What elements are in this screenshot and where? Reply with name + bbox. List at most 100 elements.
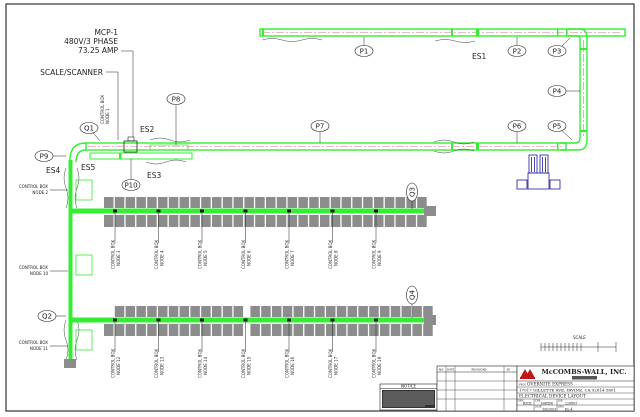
control-box-text: CONTROL BOX	[198, 349, 203, 378]
roller-top	[309, 197, 319, 208]
roller-top	[250, 306, 260, 317]
roller-top	[417, 197, 427, 208]
roller-bottom	[336, 324, 347, 336]
node-number: NODE 6	[247, 250, 252, 266]
svg-text:NODE 11: NODE 11	[30, 346, 49, 351]
roller-bottom	[287, 215, 298, 227]
svg-text:DATE: DATE	[447, 368, 455, 372]
node-number: NODE 3	[116, 250, 121, 266]
roller-bottom	[369, 324, 379, 336]
roller-bottom	[136, 324, 146, 336]
node-number: NODE 5	[203, 250, 208, 266]
roller-bottom	[136, 215, 146, 227]
roller-top	[190, 306, 200, 317]
node-11-label: CONTROL BOX NODE 11	[19, 340, 68, 351]
notice-box: NOTICE	[379, 384, 438, 411]
roller-bottom	[158, 324, 168, 336]
conveyor-middle	[85, 137, 567, 165]
roller-bottom	[320, 215, 330, 227]
roller-top	[158, 197, 168, 208]
roller-bottom	[390, 324, 401, 336]
svg-text:NODE 2: NODE 2	[32, 190, 48, 195]
bubble-tag-text: P4	[553, 88, 562, 96]
roller-bottom	[363, 215, 373, 227]
end-stop-bottom	[64, 359, 76, 368]
roller-bottom	[201, 324, 211, 336]
mcp-voltage: 480V/3 PHASE	[64, 37, 118, 46]
roller-bottom	[212, 215, 222, 227]
roller-bottom	[266, 215, 276, 227]
roller-top	[233, 197, 244, 208]
roller-bottom	[212, 324, 222, 336]
roller-top	[412, 306, 422, 317]
roller-top	[423, 306, 433, 317]
node-marker	[287, 209, 291, 213]
svg-text:DATE: DATE	[535, 406, 542, 409]
roller-bottom	[341, 215, 352, 227]
bubble-outline	[406, 285, 418, 305]
svg-text:NOTICE: NOTICE	[401, 384, 417, 389]
node-marker	[287, 318, 291, 322]
bubble-outline	[507, 120, 527, 132]
svg-text:NODE 1: NODE 1	[105, 108, 110, 124]
roller-bottom	[276, 215, 287, 227]
roller-bottom	[282, 324, 293, 336]
wrapper-equipment	[516, 154, 561, 190]
roller-top	[212, 306, 222, 317]
bubble-tag-text: P8	[172, 96, 181, 104]
estop-es4: ES4	[46, 166, 60, 175]
roller-top	[168, 197, 179, 208]
control-box-text: CONTROL BOX	[285, 240, 290, 269]
control-box-text: CONTROL BOX	[372, 349, 377, 378]
conveyor-line	[72, 317, 424, 323]
roller-bottom	[384, 215, 395, 227]
svg-text:CONTROL BOX: CONTROL BOX	[100, 95, 105, 124]
tag-bubble-p7: P7	[310, 120, 330, 143]
node-marker	[374, 209, 378, 213]
checked-by: HATER	[541, 401, 553, 405]
roller-bottom	[179, 324, 190, 336]
node-1-label: CONTROL BOX NODE 1	[100, 95, 110, 124]
roller-top	[320, 197, 330, 208]
drawing-date: 3/6/2003	[542, 407, 556, 411]
roller-top	[201, 197, 211, 208]
svg-text:CHK: CHK	[535, 400, 541, 403]
node-number: NODE 12	[116, 356, 121, 375]
control-box-text: CONTROL BOX	[372, 240, 377, 269]
sheet-border	[5, 3, 635, 412]
tag-bubble-p5: P5	[547, 120, 573, 141]
tag-bubble-q2: Q2	[37, 310, 66, 322]
mcp-label: MCP-1	[94, 28, 118, 37]
drawn-by: RICK	[523, 401, 532, 405]
roller-top	[272, 306, 282, 317]
svg-text:NO.: NO.	[439, 368, 444, 372]
roller-bottom	[304, 324, 314, 336]
tag-bubble-p8: P8	[166, 93, 186, 145]
node-number: NODE 14	[203, 356, 208, 375]
roller-top	[330, 197, 341, 208]
bubble-outline	[79, 122, 99, 134]
svg-text:NODE 10: NODE 10	[30, 271, 49, 276]
roller-top	[114, 197, 125, 208]
mcp-amperage: 73.25 AMP	[78, 46, 118, 55]
company-logo-icon	[520, 369, 535, 379]
roller-top	[390, 306, 401, 317]
control-box-text: CONTROL BOX	[111, 240, 116, 269]
roller-top	[401, 306, 412, 317]
roller-top	[158, 306, 168, 317]
roller-top	[358, 306, 368, 317]
